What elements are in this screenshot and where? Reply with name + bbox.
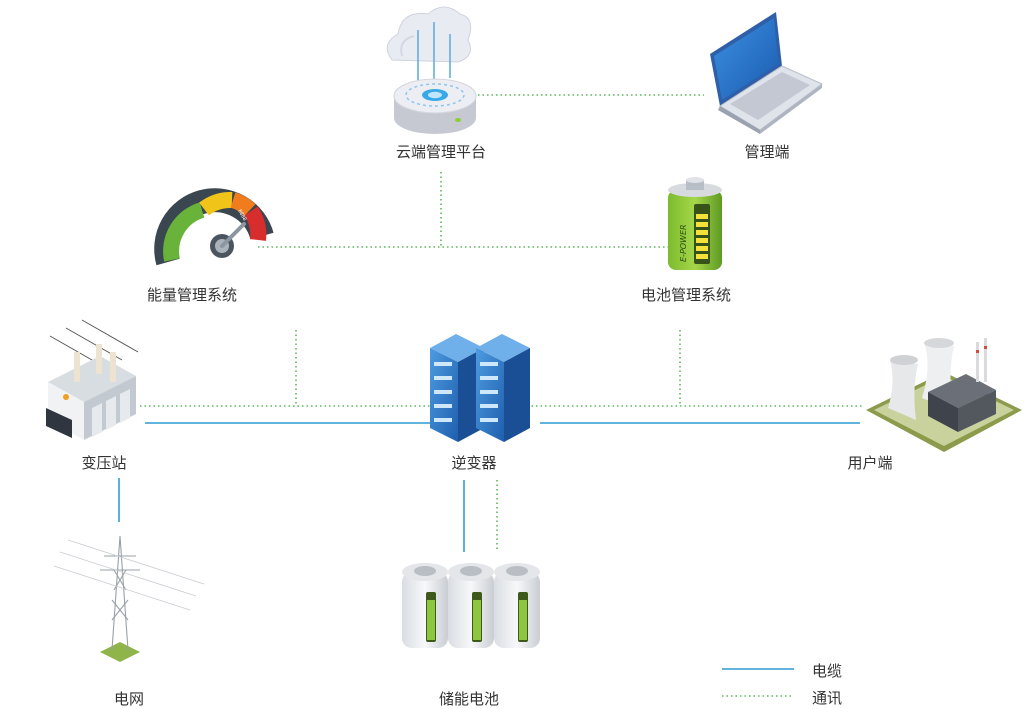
transformer-icon xyxy=(46,319,139,440)
gauge-high-readout: 8888 xyxy=(236,209,247,222)
grid-label: 电网 xyxy=(113,690,145,708)
server-rack-icon xyxy=(430,334,530,442)
user-terminal-label: 用户端 xyxy=(847,454,893,472)
communication-lines xyxy=(140,94,862,552)
cloud-platform-label: 云端管理平台 xyxy=(395,143,487,161)
factory-icon xyxy=(866,338,1022,452)
substation-label: 变压站 xyxy=(81,454,127,472)
legend-comm-label: 通讯 xyxy=(812,689,843,707)
battery-icon: E-POWER xyxy=(668,177,722,270)
gauge-low-readout: 8888 xyxy=(183,254,194,267)
cloud-server-icon xyxy=(386,6,477,134)
gauge-icon: 8888 8888 xyxy=(154,188,274,267)
ems-label: 能量管理系统 xyxy=(146,286,238,304)
laptop-icon xyxy=(710,12,823,134)
legend-cable-label: 电缆 xyxy=(812,662,843,680)
battery-brand-text: E-POWER xyxy=(679,224,688,262)
bms-label: 电池管理系统 xyxy=(640,286,732,304)
admin-terminal-label: 管理端 xyxy=(744,143,790,161)
storage-battery-label: 储能电池 xyxy=(438,690,500,708)
battery-bank-icon xyxy=(402,563,540,648)
cable-lines xyxy=(118,422,860,552)
power-tower-icon xyxy=(53,535,205,662)
inverter-label: 逆变器 xyxy=(451,454,497,472)
